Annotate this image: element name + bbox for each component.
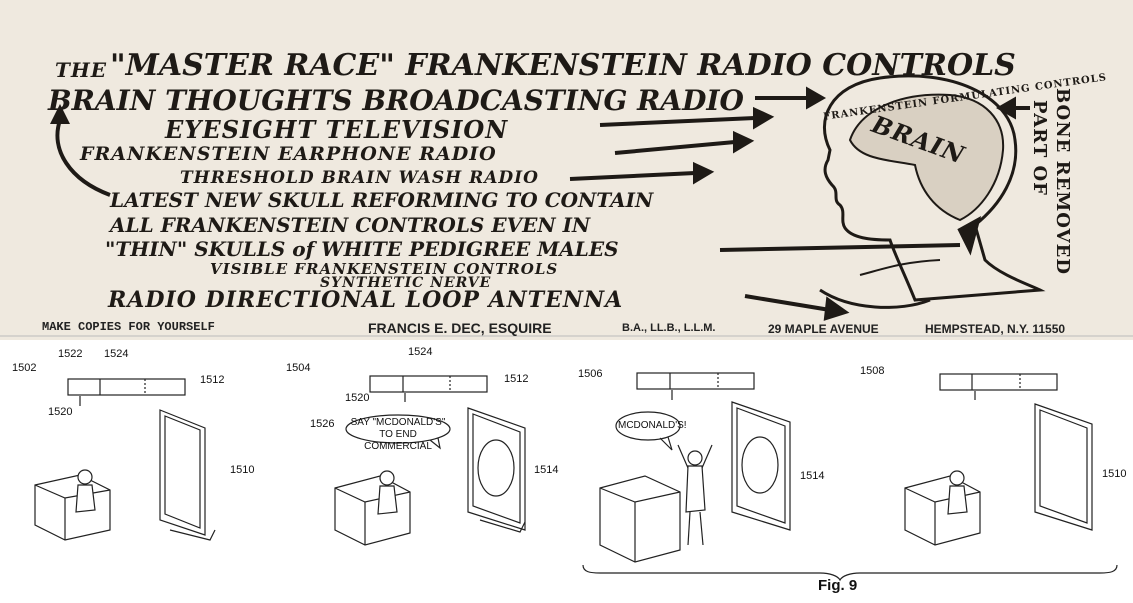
line-visible: VISIBLE FRANKENSTEIN CONTROLS xyxy=(210,260,559,278)
footer-address: 29 MAPLE AVENUE xyxy=(768,322,879,336)
head-profile xyxy=(822,74,1046,302)
brain-region xyxy=(848,93,1005,222)
panel3-ref: 1506 xyxy=(578,368,603,380)
panel2-bubble-text: SAY "MCDONALD'S" TO END COMMERCIAL xyxy=(350,417,446,452)
patent-drawing xyxy=(34,372,1118,582)
line-skull-1: LATEST NEW SKULL REFORMING TO CONTAIN xyxy=(110,188,654,212)
line-skull-3: "THIN" SKULLS of WHITE PEDIGREE MALES xyxy=(105,237,619,261)
panel2-bubble-ref: 1526 xyxy=(310,418,335,430)
line-antenna: RADIO DIRECTIONAL LOOP ANTENNA xyxy=(108,287,624,313)
panel2-bar xyxy=(369,375,488,393)
panel1-label-bar: 1512 xyxy=(200,374,225,386)
line-eyesight: EYESIGHT TELEVISION xyxy=(165,115,509,144)
panel4-bar xyxy=(939,373,1058,391)
poster-title: "MASTER RACE" FRANKENSTEIN RADIO CONTROL… xyxy=(110,48,1016,83)
panel3-bar xyxy=(636,372,755,390)
panel3-bubble-text: MCDONALD'S! xyxy=(618,420,687,431)
line-brain-thoughts: BRAIN THOUGHTS BROADCASTING RADIO xyxy=(48,84,744,117)
footer-degrees: B.A., LL.B., L.L.M. xyxy=(622,322,716,334)
line-threshold: THRESHOLD BRAIN WASH RADIO xyxy=(180,168,539,188)
footer-left: MAKE COPIES FOR YOURSELF xyxy=(42,320,215,334)
footer-name: FRANCIS E. DEC, ESQUIRE xyxy=(368,320,552,336)
panel1-label-tv: 1510 xyxy=(230,464,255,476)
antenna-loop xyxy=(819,288,931,309)
panel1-label-b: 1524 xyxy=(104,348,129,360)
panel2-label-bar: 1512 xyxy=(504,373,529,385)
panel1-label-c: 1520 xyxy=(48,406,73,418)
panel2-label-c: 1520 xyxy=(345,392,370,404)
panel1-label-a: 1522 xyxy=(58,348,83,360)
panel4-label-tv: 1510 xyxy=(1102,468,1127,480)
panel1-bar xyxy=(67,378,186,396)
line-nerve: SYNTHETIC NERVE xyxy=(320,275,492,291)
line-earphone: FRANKENSTEIN EARPHONE RADIO xyxy=(80,143,497,165)
panel2-ref: 1504 xyxy=(286,362,311,374)
patent-figure: 1502 1522 1524 1512 1520 1510 1504 1524 … xyxy=(0,340,1133,603)
left-curved-arrow xyxy=(55,119,111,197)
panel3-label-tv: 1514 xyxy=(800,470,825,482)
title-prefix: THE xyxy=(55,58,108,82)
panel2-label-tv: 1514 xyxy=(534,464,559,476)
side-label-1: PART OF xyxy=(1029,100,1050,196)
poster: THE "MASTER RACE" FRANKENSTEIN RADIO CON… xyxy=(0,0,1133,340)
figure-label: Fig. 9 xyxy=(818,577,858,594)
footer-city: HEMPSTEAD, N.Y. 11550 xyxy=(925,322,1066,336)
panel1-ref: 1502 xyxy=(12,362,37,374)
panel2-label-b: 1524 xyxy=(408,346,433,358)
figure-brace xyxy=(582,564,1118,582)
poster-drawing xyxy=(0,74,1133,337)
side-label-2: BONE REMOVED xyxy=(1052,88,1073,275)
line-skull-2: ALL FRANKENSTEIN CONTROLS EVEN IN xyxy=(110,213,591,237)
panel4-ref: 1508 xyxy=(860,365,885,377)
nerve-line xyxy=(859,259,941,276)
